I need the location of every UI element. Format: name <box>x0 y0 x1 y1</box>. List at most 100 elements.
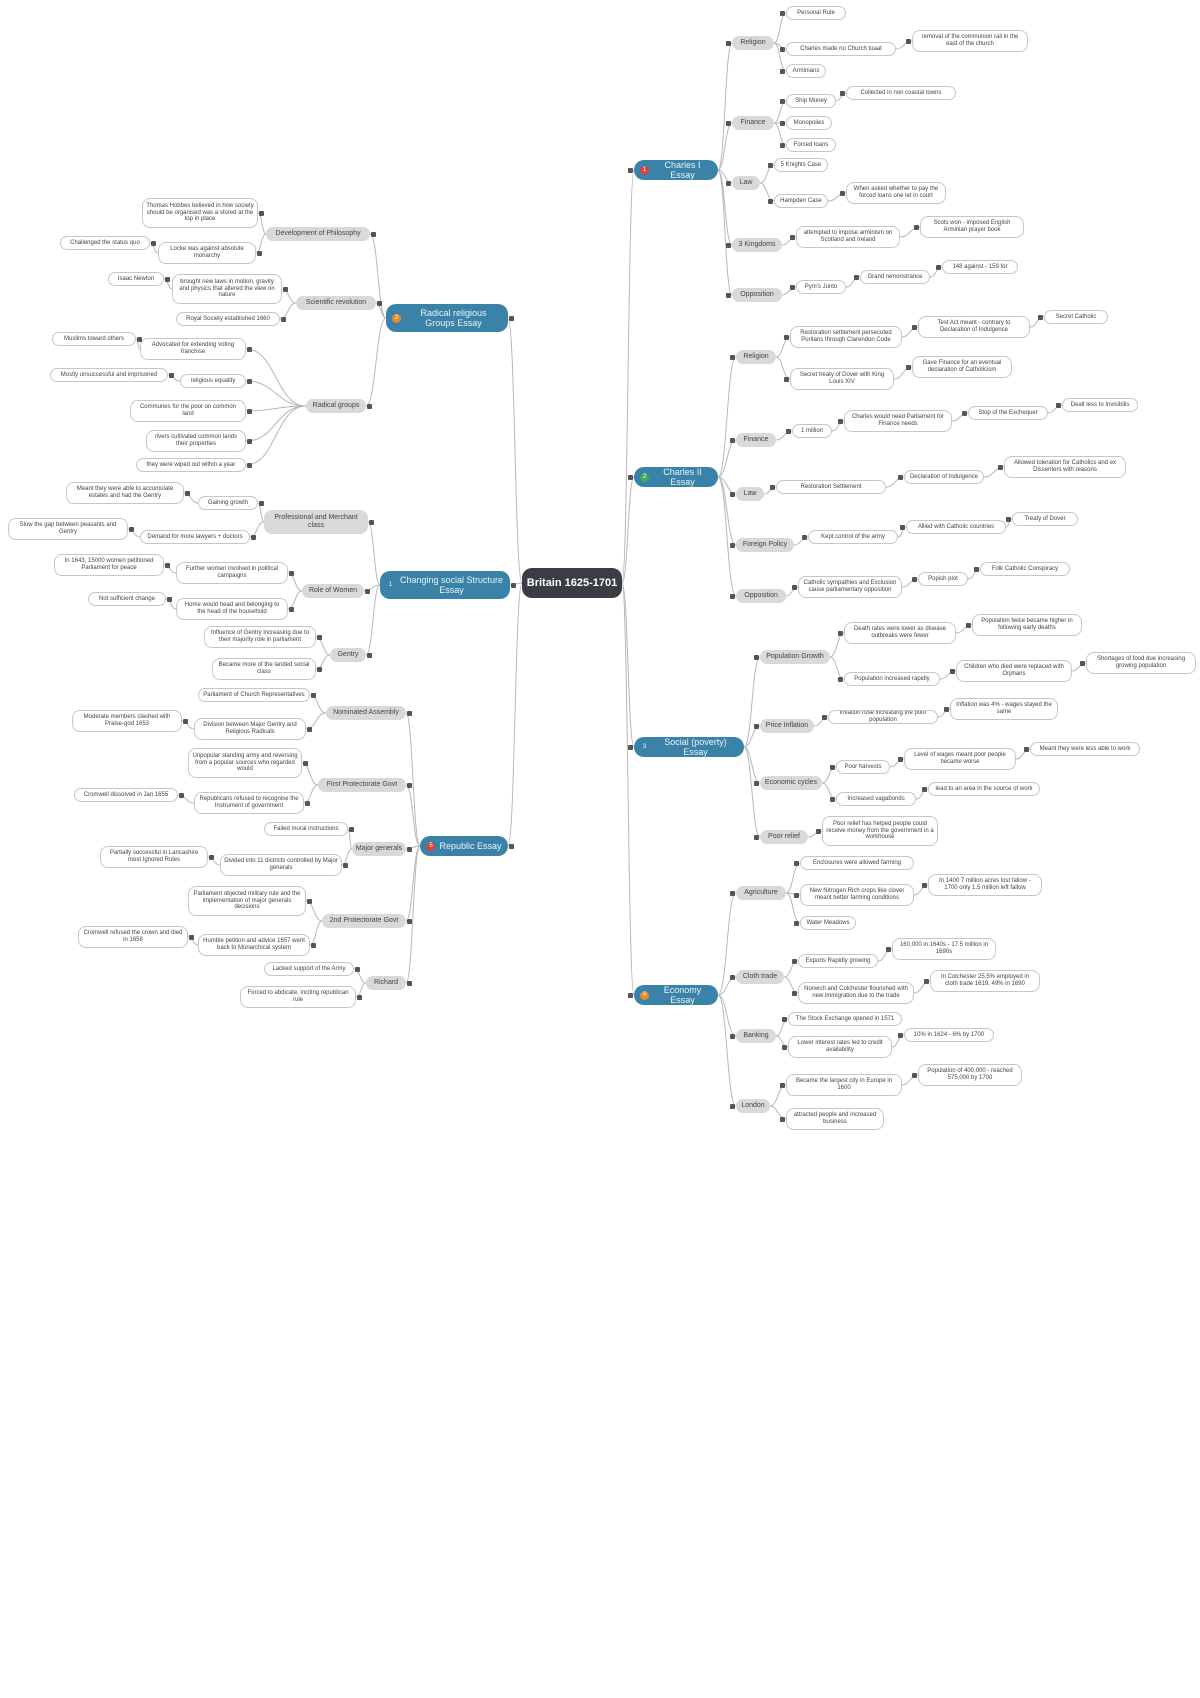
leaf-topic-l7[interactable]: Monopolies <box>786 116 832 130</box>
leaf-topic-l44[interactable]: Meant they were less able to work <box>1030 742 1140 756</box>
leaf-topic-l92[interactable]: Partially successful in Lancashire most … <box>100 846 208 868</box>
collapse-toggle-icon[interactable] <box>838 676 843 682</box>
collapse-toggle-icon[interactable] <box>730 1103 735 1109</box>
leaf-topic-l19[interactable]: Test Act meant - contrary to Declaration… <box>918 316 1030 338</box>
collapse-toggle-icon[interactable] <box>944 706 949 712</box>
leaf-topic-l12[interactable]: attempted to impose arminism on Scotland… <box>796 226 900 248</box>
collapse-toggle-icon[interactable] <box>770 484 775 490</box>
collapse-toggle-icon[interactable] <box>780 10 785 16</box>
collapse-toggle-icon[interactable] <box>730 593 735 599</box>
leaf-topic-l41[interactable]: Inflation was 4% - wages stayed the same <box>950 698 1058 720</box>
collapse-toggle-icon[interactable] <box>628 167 633 173</box>
collapse-toggle-icon[interactable] <box>283 286 288 292</box>
collapse-toggle-icon[interactable] <box>317 666 322 672</box>
collapse-toggle-icon[interactable] <box>628 474 633 480</box>
collapse-toggle-icon[interactable] <box>179 792 184 798</box>
collapse-toggle-icon[interactable] <box>349 826 354 832</box>
leaf-topic-l50[interactable]: In 1400 7 million acres lost fallow - 17… <box>928 874 1042 896</box>
leaf-topic-l1[interactable]: Personal Rule <box>786 6 846 20</box>
collapse-toggle-icon[interactable] <box>816 828 821 834</box>
collapse-toggle-icon[interactable] <box>251 534 256 540</box>
subtopic-c29[interactable]: Richard <box>366 976 406 990</box>
subtopic-c10[interactable]: Opposition <box>736 589 786 603</box>
leaf-topic-l32[interactable]: Catholic sympathies and Exclusion cause … <box>798 576 902 598</box>
collapse-toggle-icon[interactable] <box>317 634 322 640</box>
collapse-toggle-icon[interactable] <box>367 403 372 409</box>
collapse-toggle-icon[interactable] <box>782 1044 787 1050</box>
collapse-toggle-icon[interactable] <box>355 966 360 972</box>
collapse-toggle-icon[interactable] <box>730 354 735 360</box>
leaf-topic-l73[interactable]: rivers cultivated common lands their pro… <box>146 430 246 452</box>
collapse-toggle-icon[interactable] <box>754 654 759 660</box>
subtopic-c11[interactable]: Population Growth <box>760 650 830 664</box>
collapse-toggle-icon[interactable] <box>726 40 731 46</box>
leaf-topic-l5[interactable]: Ship Money <box>786 94 836 108</box>
leaf-topic-l35[interactable]: Death rates were lower as disease outbre… <box>844 622 956 644</box>
collapse-toggle-icon[interactable] <box>247 378 252 384</box>
collapse-toggle-icon[interactable] <box>822 714 827 720</box>
leaf-topic-l63[interactable]: Challenged the status quo <box>60 236 150 250</box>
leaf-topic-l25[interactable]: Dealt less to Invisibilis <box>1062 398 1138 412</box>
collapse-toggle-icon[interactable] <box>780 1082 785 1088</box>
collapse-toggle-icon[interactable] <box>189 934 194 940</box>
collapse-toggle-icon[interactable] <box>794 920 799 926</box>
leaf-topic-l4[interactable]: Arminians <box>786 64 826 78</box>
collapse-toggle-icon[interactable] <box>247 462 252 468</box>
collapse-toggle-icon[interactable] <box>840 90 845 96</box>
subtopic-c6[interactable]: Religion <box>736 350 776 364</box>
collapse-toggle-icon[interactable] <box>838 630 843 636</box>
central-topic[interactable]: Britain 1625-1701 <box>522 568 622 598</box>
collapse-toggle-icon[interactable] <box>151 240 156 246</box>
subtopic-c13[interactable]: Economic cycles <box>760 776 822 790</box>
leaf-topic-l97[interactable]: Lacked support of the Army <box>264 962 354 976</box>
leaf-topic-l82[interactable]: Home would head and belonging to the hea… <box>176 598 288 620</box>
leaf-topic-l67[interactable]: Royal Society established 1660 <box>176 312 280 326</box>
collapse-toggle-icon[interactable] <box>912 324 917 330</box>
leaf-topic-l26[interactable]: Restoration Settlement <box>776 480 886 494</box>
subtopic-c19[interactable]: Development of Philosophy <box>266 227 370 241</box>
collapse-toggle-icon[interactable] <box>830 796 835 802</box>
subtopic-c20[interactable]: Scientific revolution <box>296 296 376 310</box>
leaf-topic-l18[interactable]: Secret treaty of Dover with King Louis X… <box>790 368 894 390</box>
subtopic-c18[interactable]: London <box>736 1099 770 1113</box>
collapse-toggle-icon[interactable] <box>792 990 797 996</box>
leaf-topic-l40[interactable]: Inflation rose increasing the poor popul… <box>828 710 938 724</box>
leaf-topic-l62[interactable]: Thomas Hobbes believed in how society sh… <box>142 198 258 228</box>
collapse-toggle-icon[interactable] <box>407 782 412 788</box>
collapse-toggle-icon[interactable] <box>780 68 785 74</box>
leaf-topic-l17[interactable]: Restoration settlement persecuted Purita… <box>790 326 902 348</box>
subtopic-c24[interactable]: Gentry <box>330 648 366 662</box>
leaf-topic-l79[interactable]: In 1643, 15000 women petitioned Parliame… <box>54 554 164 576</box>
collapse-toggle-icon[interactable] <box>790 284 795 290</box>
leaf-topic-l77[interactable]: Slow the gap between peasants and Gentry <box>8 518 128 540</box>
leaf-topic-l59[interactable]: Became the largest city in Europe in 160… <box>786 1074 902 1096</box>
leaf-topic-l61[interactable]: attracted people and increased business <box>786 1108 884 1130</box>
collapse-toggle-icon[interactable] <box>357 994 362 1000</box>
leaf-topic-l43[interactable]: Level of wages meant poor people became … <box>904 748 1016 770</box>
subtopic-c12[interactable]: Price Inflation <box>760 719 814 733</box>
subtopic-c4[interactable]: 3 Kingdoms <box>732 238 782 252</box>
subtopic-c8[interactable]: Law <box>736 487 764 501</box>
leaf-topic-l66[interactable]: brought new laws in motion, gravity and … <box>172 274 282 304</box>
leaf-topic-l74[interactable]: they were wiped out within a year <box>136 458 246 472</box>
collapse-toggle-icon[interactable] <box>247 408 252 414</box>
leaf-topic-l71[interactable]: religious equality <box>180 374 246 388</box>
leaf-topic-l55[interactable]: In Colchester 25.5% employed in cloth tr… <box>930 970 1040 992</box>
leaf-topic-l33[interactable]: Popish plot <box>918 572 968 586</box>
collapse-toggle-icon[interactable] <box>794 860 799 866</box>
leaf-topic-l27[interactable]: Declaration of Indulgence <box>904 470 984 484</box>
collapse-toggle-icon[interactable] <box>912 576 917 582</box>
leaf-topic-l76[interactable]: Gaining growth <box>198 496 258 510</box>
collapse-toggle-icon[interactable] <box>247 346 252 352</box>
collapse-toggle-icon[interactable] <box>1080 660 1085 666</box>
leaf-topic-l39[interactable]: Shortages of food due increasing growing… <box>1086 652 1196 674</box>
leaf-topic-l85[interactable]: Parliament of Church Representatives <box>198 688 310 702</box>
collapse-toggle-icon[interactable] <box>1038 314 1043 320</box>
leaf-topic-l31[interactable]: Treaty of Dover <box>1012 512 1078 526</box>
collapse-toggle-icon[interactable] <box>289 570 294 576</box>
collapse-toggle-icon[interactable] <box>185 490 190 496</box>
